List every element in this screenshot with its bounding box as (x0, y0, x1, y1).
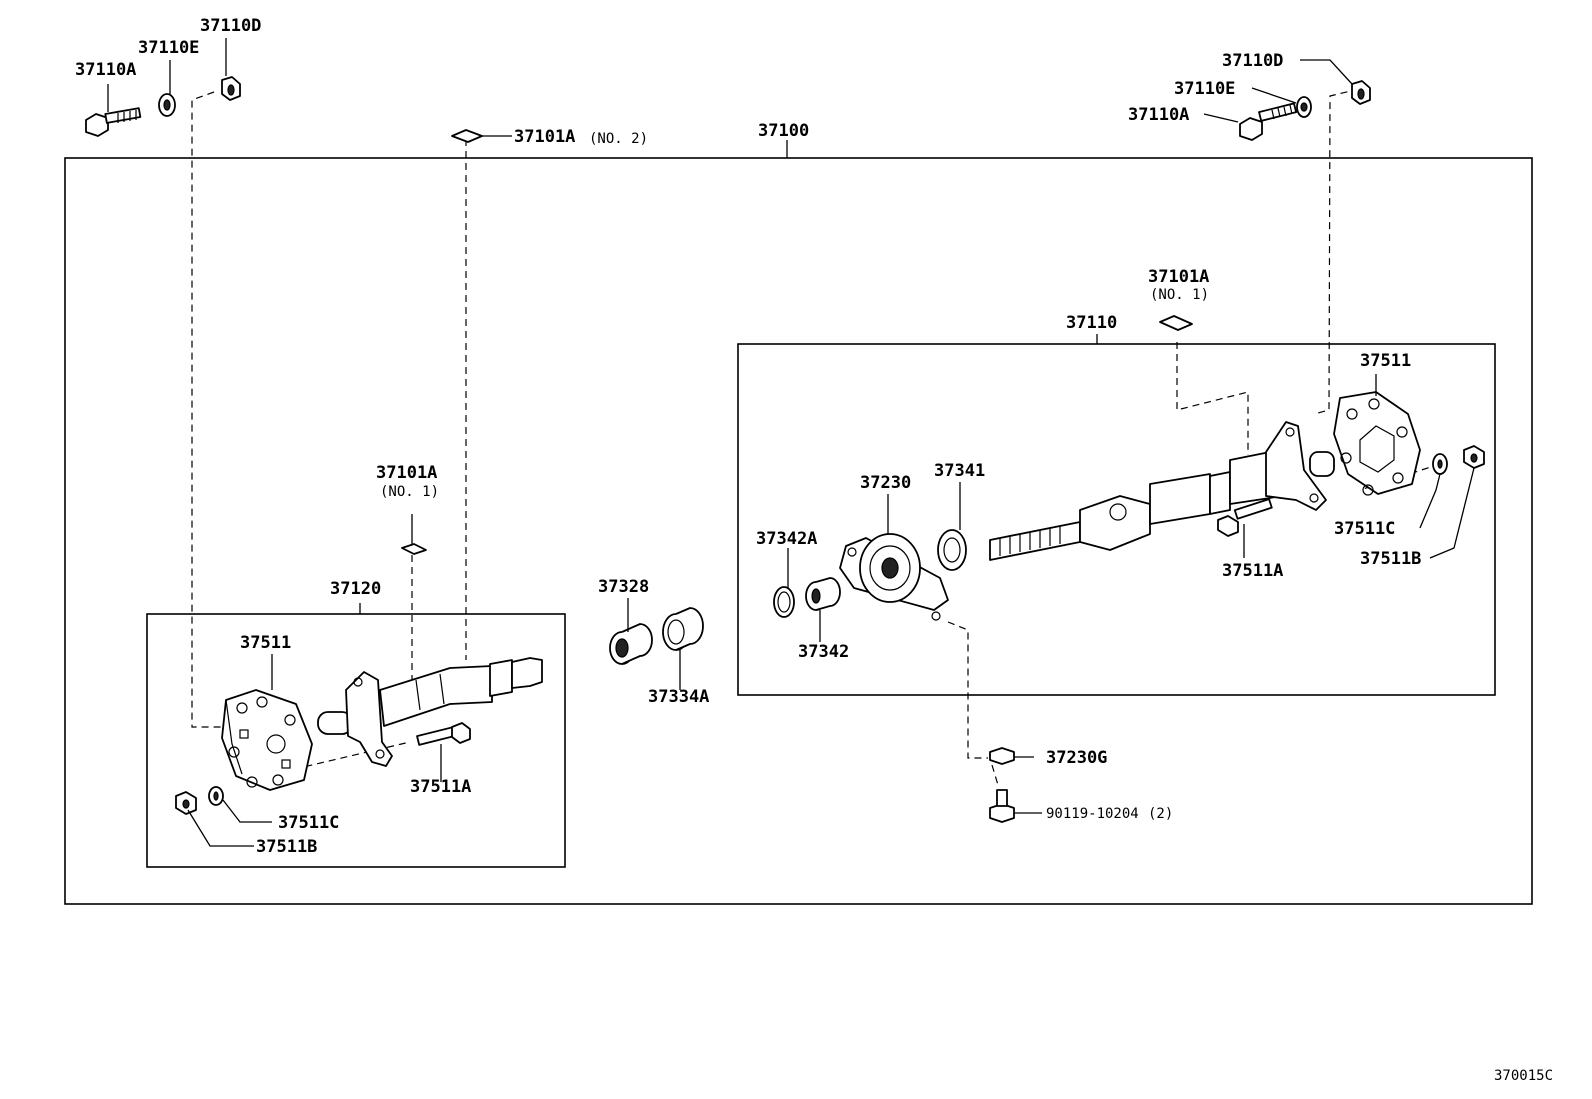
label-37511b-left: 37511B (256, 837, 317, 857)
label-37230g: 37230G (1046, 748, 1107, 768)
label-37101a-no2: 37101A (514, 127, 575, 147)
part-labels: 37110A 37110E 37110D 37101A (NO. 2) 3710… (75, 16, 1553, 1084)
label-37110e-left: 37110E (138, 38, 199, 58)
label-37341: 37341 (934, 461, 985, 481)
bearing-icon (937, 529, 967, 571)
plate-no2-icon (451, 129, 483, 143)
assembly-frame-37100 (64, 157, 1533, 905)
sleeve-yoke-icon (609, 623, 653, 665)
label-37230: 37230 (860, 473, 911, 493)
label-37100: 37100 (758, 121, 809, 141)
label-37328: 37328 (598, 577, 649, 597)
label-90119-10204: 90119-10204 (1046, 806, 1139, 822)
washer-icon (1296, 96, 1312, 118)
rear-propeller-shaft (989, 421, 1335, 561)
note-37101a-no2: (NO. 2) (589, 131, 648, 147)
subassembly-frame-37120 (146, 613, 566, 868)
assembly-guide-lines (191, 88, 1441, 786)
bolt-icon (1217, 498, 1273, 537)
label-37110d-left: 37110D (200, 16, 261, 36)
label-37334a: 37334A (648, 687, 709, 707)
dust-cover-icon (662, 607, 704, 651)
label-37511-left: 37511 (240, 633, 291, 653)
nut-icon (221, 76, 241, 101)
label-37110e-right: 37110E (1174, 79, 1235, 99)
label-37511c-left: 37511C (278, 813, 339, 833)
note-37101a-no1-right: (NO. 1) (1150, 287, 1209, 303)
label-37101a-no1-left: 37101A (376, 463, 437, 483)
leader-lines (107, 38, 1475, 847)
flexible-coupling-left (221, 689, 313, 791)
note-37101a-no1-left: (NO. 1) (380, 484, 439, 500)
label-37511b-right: 37511B (1360, 549, 1421, 569)
bolt-icon (416, 722, 471, 746)
bolt-icon (1239, 102, 1298, 141)
subassembly-frame-37110 (737, 343, 1496, 696)
washer-icon (208, 786, 224, 806)
nut-icon (175, 791, 197, 815)
bolt-icon (989, 789, 1015, 823)
collar-icon (805, 577, 841, 611)
front-propeller-shaft (317, 657, 543, 767)
flexible-coupling-right (1333, 391, 1421, 496)
nut-icon (1351, 80, 1371, 105)
label-37511-right: 37511 (1360, 351, 1411, 371)
label-37511c-right: 37511C (1334, 519, 1395, 539)
label-37342: 37342 (798, 642, 849, 662)
figure-code: 370015C (1494, 1068, 1553, 1084)
cushion-icon (989, 747, 1015, 765)
plate-no1-right-icon (1159, 315, 1193, 331)
nut-icon (1463, 445, 1485, 469)
label-37511a-right: 37511A (1222, 561, 1283, 581)
plate-no1-left-icon (401, 543, 427, 555)
label-37110: 37110 (1066, 313, 1117, 333)
label-37110a-left: 37110A (75, 60, 136, 80)
washer-icon (158, 93, 176, 117)
bolt-icon (85, 107, 142, 137)
label-37110a-right: 37110A (1128, 105, 1189, 125)
snap-ring-icon (773, 586, 795, 618)
label-37511a-left: 37511A (410, 777, 471, 797)
label-37101a-no1-right: 37101A (1148, 267, 1209, 287)
center-bearing-icon (839, 533, 949, 621)
label-37342a: 37342A (756, 529, 817, 549)
washer-icon (1432, 453, 1448, 475)
label-37110d-right: 37110D (1222, 51, 1283, 71)
label-37120: 37120 (330, 579, 381, 599)
label-90119-qty: (2) (1148, 806, 1173, 822)
